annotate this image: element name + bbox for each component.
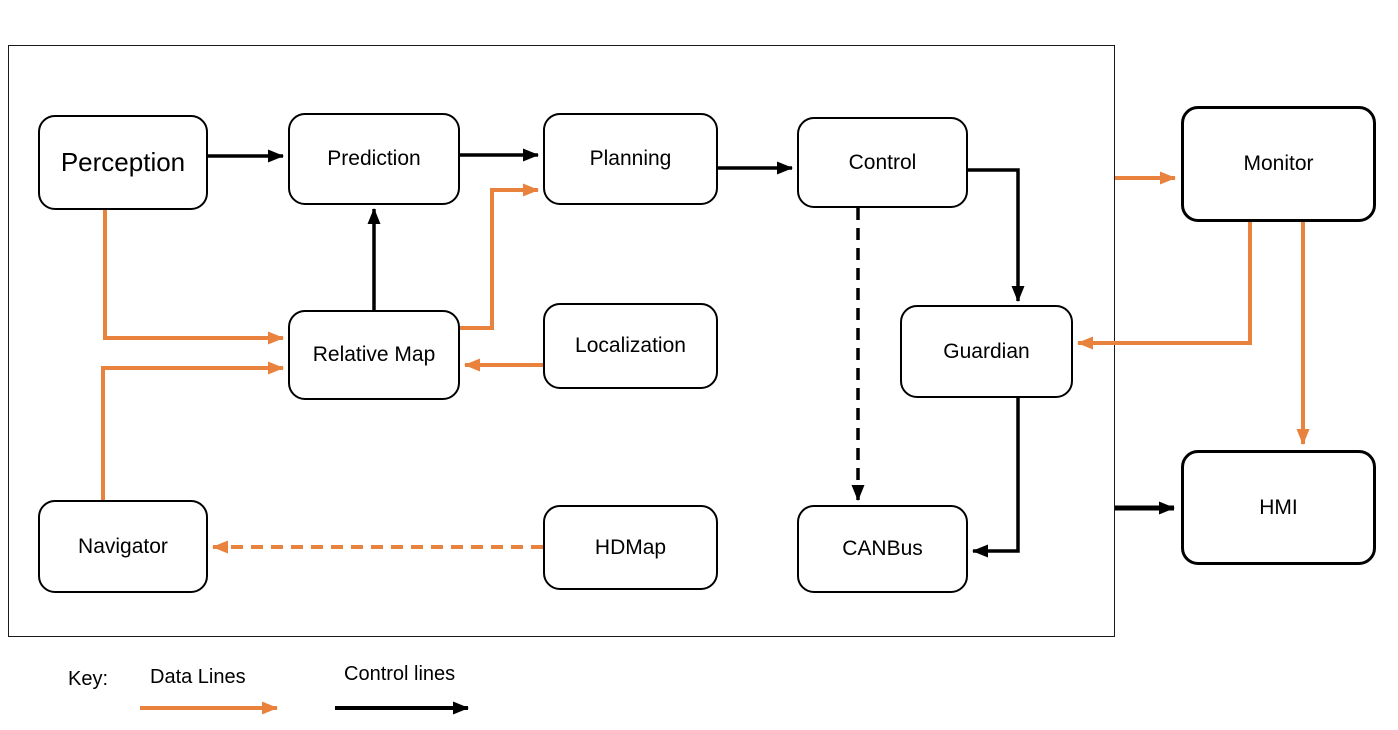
node-canbus-label: CANBus xyxy=(842,537,923,560)
node-monitor-label: Monitor xyxy=(1243,152,1314,175)
node-relative-map: Relative Map xyxy=(288,310,460,400)
node-planning: Planning xyxy=(543,113,718,205)
node-hdmap-label: HDMap xyxy=(594,535,667,559)
node-localization: Localization xyxy=(543,303,718,389)
node-guardian: Guardian xyxy=(900,305,1073,398)
node-guardian-label: Guardian xyxy=(943,339,1030,363)
node-prediction: Prediction xyxy=(288,113,460,205)
node-control-label: Control xyxy=(848,150,917,174)
node-perception-label: Perception xyxy=(60,147,186,177)
node-navigator-label: Navigator xyxy=(78,534,168,558)
node-hmi: HMI xyxy=(1181,450,1376,565)
node-prediction-label: Prediction xyxy=(327,147,421,170)
node-monitor: Monitor xyxy=(1181,106,1376,222)
node-hdmap: HDMap xyxy=(543,505,718,590)
node-planning-label: Planning xyxy=(589,147,672,170)
node-control: Control xyxy=(797,117,968,208)
node-navigator: Navigator xyxy=(38,500,208,593)
node-canbus: CANBus xyxy=(797,505,968,593)
node-relative-map-label: Relative Map xyxy=(312,343,436,366)
legend-control-lines-label: Control lines xyxy=(344,663,456,685)
legend-data-lines-label: Data Lines xyxy=(150,666,246,688)
node-localization-label: Localization xyxy=(575,334,686,357)
node-perception: Perception xyxy=(38,115,208,210)
legend-title: Key: xyxy=(68,668,109,690)
node-hmi-label: HMI xyxy=(1259,495,1298,519)
